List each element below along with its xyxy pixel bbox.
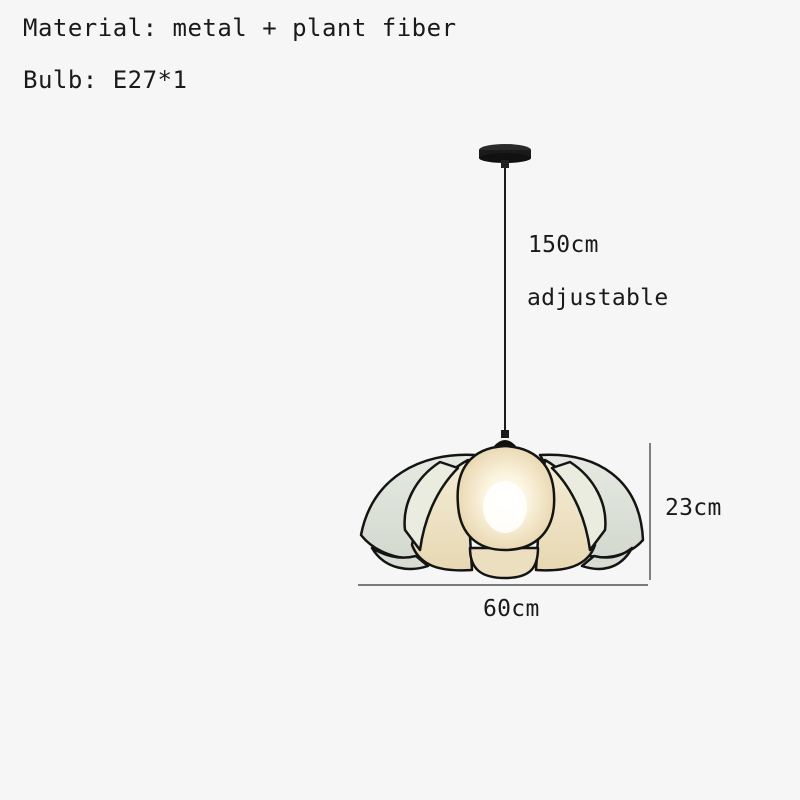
width-label: 60cm bbox=[483, 596, 540, 622]
bulb-glow bbox=[483, 481, 527, 533]
socket-cap bbox=[494, 430, 516, 446]
cord-length-label: 150cm bbox=[528, 232, 599, 258]
lamp-shade bbox=[359, 444, 645, 580]
cord-adjustable-label: adjustable bbox=[527, 285, 669, 311]
height-label: 23cm bbox=[665, 495, 722, 521]
material-spec: Material: metal + plant fiber bbox=[23, 14, 457, 42]
bulb-spec: Bulb: E27*1 bbox=[23, 66, 188, 94]
ceiling-canopy bbox=[479, 144, 531, 168]
